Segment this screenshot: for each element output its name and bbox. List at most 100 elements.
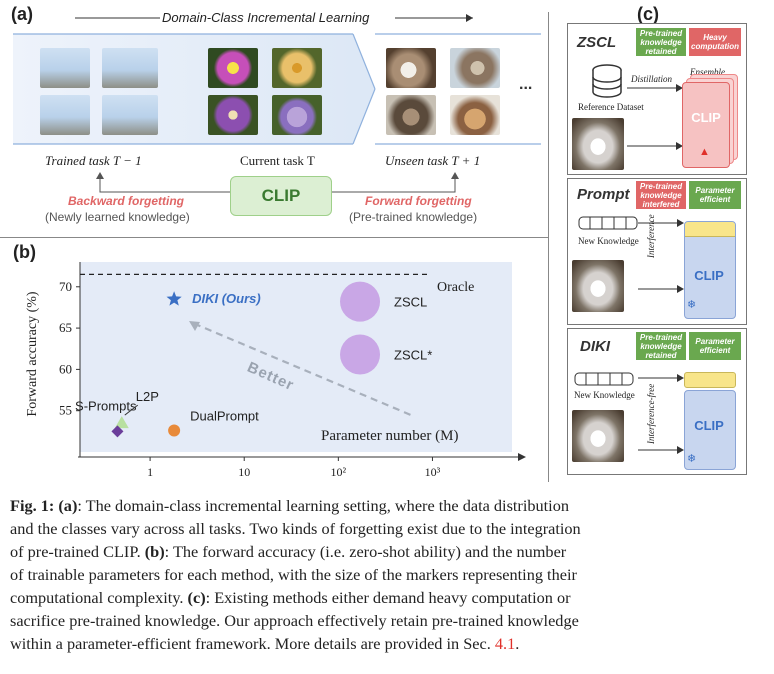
better-arrow-line <box>194 322 411 416</box>
caption-text: : The forward accuracy (i.e. zero-shot a… <box>164 542 567 561</box>
caption-line-2: and the classes vary across all tasks. T… <box>10 519 581 538</box>
panel-a-title-arrows <box>75 14 473 22</box>
diki-arrows <box>638 374 684 454</box>
caption-c: (c) <box>187 588 206 607</box>
zscl-box <box>567 23 747 175</box>
chart-xaxis-label: Parameter number (M) <box>321 428 458 445</box>
airplane-image <box>102 95 158 135</box>
prompt-clip-label: CLIP <box>694 268 724 283</box>
task-label-unseen: Unseen task T + 1 <box>385 153 481 168</box>
divider-vertical <box>548 12 549 482</box>
caption-line-4: of trainable parameters for each method,… <box>10 565 577 584</box>
x-tick-label: 10³ <box>425 465 441 479</box>
diki-clip-label: CLIP <box>694 418 724 433</box>
zscl-label: ZSCL <box>394 295 427 310</box>
reference-dataset-label: Reference Dataset <box>578 102 644 112</box>
diki-title: DIKI <box>580 338 610 355</box>
y-tick-label: 60 <box>59 361 72 376</box>
more-tasks-ellipsis: ... <box>519 76 533 93</box>
prompt-arrows <box>638 219 684 293</box>
zscl-badge-retained: Pre-trained knowledge retained <box>636 28 686 56</box>
prompt-badge-interfered: Pre-trained knowledge interfered <box>636 181 686 209</box>
y-tick-label: 55 <box>59 403 72 418</box>
better-arrow-head <box>189 320 201 331</box>
diki-new-knowledge-label: New Knowledge <box>574 390 635 400</box>
x-axis-arrow <box>518 453 526 461</box>
airplane-image <box>40 48 90 88</box>
caption-line-5: computational complexity. (c): Existing … <box>10 586 571 609</box>
zscl-clip-block <box>682 82 730 168</box>
caption-text: within a parameter-efficient framework. … <box>10 634 495 653</box>
y-tick-label: 65 <box>59 320 72 335</box>
divider-horizontal <box>0 237 548 238</box>
caption-text: of pre-trained CLIP. <box>10 542 145 561</box>
prompt-token-band <box>685 222 735 237</box>
prompt-box <box>567 178 747 325</box>
cat-image <box>572 118 624 170</box>
distillation-label: Distillation <box>631 74 673 84</box>
caption-b: (b) <box>144 542 165 561</box>
caption-line-7: within a parameter-efficient framework. … <box>10 632 519 655</box>
clip-label: CLIP <box>261 186 301 205</box>
dualprompt-marker <box>168 424 181 437</box>
zscl-marker <box>340 281 381 322</box>
clip-box: CLIP <box>230 176 332 216</box>
prompt-clip-block <box>684 221 736 319</box>
x-tick-label: 10² <box>331 465 347 479</box>
diki-clip-block <box>684 390 736 470</box>
caption-line-6: sacrifice pre-trained knowledge. Our app… <box>10 611 579 630</box>
flower-image <box>208 48 258 88</box>
backward-forgetting-title: Backward forgetting <box>68 194 185 208</box>
forgetting-arrows <box>96 172 459 193</box>
new-knowledge-tokens-icon <box>578 216 638 230</box>
flower-image <box>272 95 322 135</box>
forward-forgetting-title: Forward forgetting <box>365 194 472 208</box>
cat-image <box>450 48 500 88</box>
zscl-clip-label: CLIP <box>691 110 721 125</box>
caption-text: : The domain-class incremental learning … <box>77 496 569 515</box>
prompt-new-knowledge-label: New Knowledge <box>578 236 639 246</box>
l2p-pointer <box>124 404 139 416</box>
s-prompts-marker <box>111 425 124 438</box>
airplane-image <box>40 95 90 135</box>
zscl-label: ZSCL* <box>394 348 432 363</box>
x-tick-label: 10 <box>238 465 250 479</box>
prompt-title: Prompt <box>577 186 630 203</box>
cat-image <box>572 260 624 312</box>
cat-image <box>386 48 436 88</box>
caption-fig: Fig. 1: <box>10 496 55 515</box>
section-link[interactable]: 4.1 <box>494 634 516 653</box>
chart-oracle-label: Oracle <box>437 280 475 295</box>
backward-forgetting-note: (Newly learned knowledge) <box>45 210 190 224</box>
chart-xaxis-label-text: Parameter number (M) <box>321 428 459 444</box>
zscl-title: ZSCL <box>577 34 617 51</box>
caption-a: (a) <box>58 496 78 515</box>
panel-b-label: (b) <box>13 242 36 262</box>
diki-box <box>567 328 747 475</box>
diki-badge-efficient: Parameter efficient <box>689 332 741 360</box>
flower-image <box>272 48 322 88</box>
caption-text: : Existing methods either demand heavy c… <box>205 588 571 607</box>
diki-badge-retained: Pre-trained knowledge retained <box>636 332 686 360</box>
prompt-interference-label: Interference <box>646 214 656 258</box>
y-tick-label: 70 <box>59 279 72 294</box>
diki-token-block <box>684 372 736 388</box>
cat-image <box>450 95 500 135</box>
caption-text: . <box>515 634 520 653</box>
panel-a-title: Domain-Class Incremental Learning <box>162 10 370 25</box>
chart-ylabel: Forward accuracy (%) <box>25 291 40 417</box>
snowflake-icon: ❄ <box>687 453 697 465</box>
caption-line-3: of pre-trained CLIP. (b): The forward ac… <box>10 540 566 563</box>
diki-ours-marker <box>166 291 182 306</box>
diki-ours-label: DIKI (Ours) <box>192 291 261 306</box>
flower-image <box>208 95 258 135</box>
forward-forgetting-note: (Pre-trained knowledge) <box>349 210 478 224</box>
task-label-trained: Trained task T − 1 <box>45 153 142 168</box>
cat-image <box>386 95 436 135</box>
s-prompts-label: S-Prompts <box>75 398 137 413</box>
prompt-badge-efficient: Parameter efficient <box>689 181 741 209</box>
dualprompt-label: DualPrompt <box>190 409 259 424</box>
snowflake-icon: ❄ <box>687 299 697 311</box>
zscl-arrows <box>627 84 683 150</box>
